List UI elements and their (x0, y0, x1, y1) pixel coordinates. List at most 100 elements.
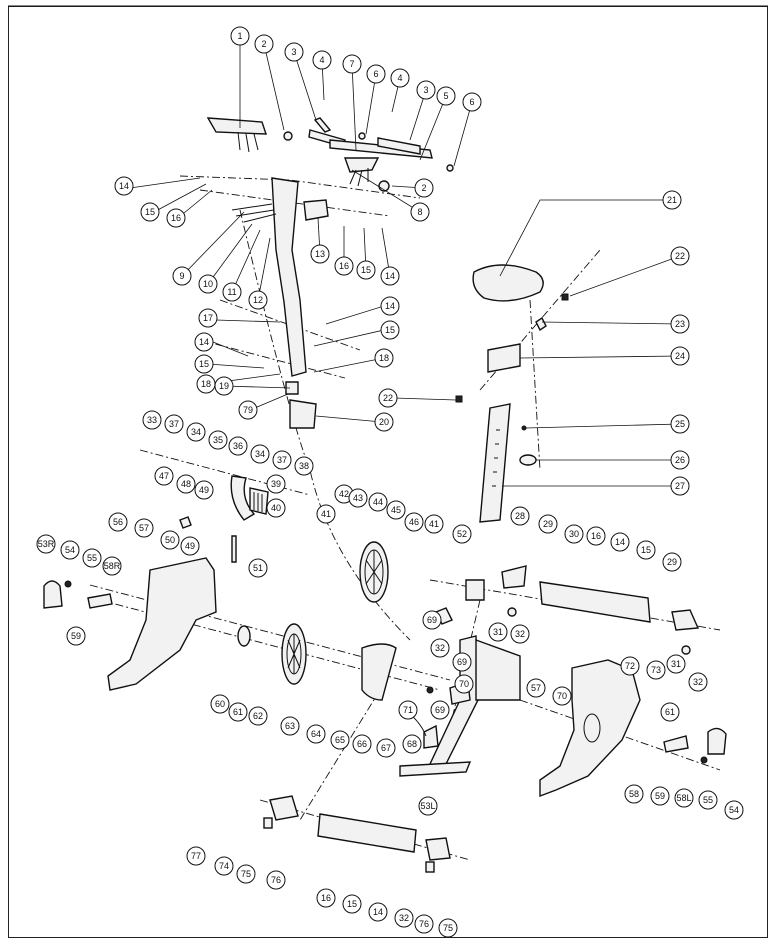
callout-67: 67 (376, 738, 396, 758)
callout-number: 54 (729, 805, 739, 815)
callout-number: 70 (459, 679, 469, 689)
callout-77: 77 (186, 846, 206, 866)
callout-59: 59 (650, 786, 670, 806)
callout-number: 36 (233, 441, 243, 451)
callout-number: 71 (403, 705, 413, 715)
callout-number: 29 (667, 557, 677, 567)
callout-31: 31 (488, 622, 508, 642)
callout-15: 15 (194, 354, 214, 374)
callout-number: 18 (379, 353, 389, 363)
callout-number: 22 (675, 251, 685, 261)
left-side-cover (43, 557, 217, 691)
callout-number: 62 (253, 711, 263, 721)
callout-number: 50 (165, 535, 175, 545)
callout-37: 37 (272, 450, 292, 470)
callout-number: 28 (515, 511, 525, 521)
callout-3: 3 (416, 80, 436, 100)
callout-4: 4 (390, 68, 410, 88)
callout-number: 41 (429, 519, 439, 529)
callout-32: 32 (430, 638, 450, 658)
callout-number: 57 (531, 683, 541, 693)
console-computer (206, 117, 267, 153)
callout-10: 10 (198, 274, 218, 294)
callout-14: 14 (610, 532, 630, 552)
callout-29: 29 (662, 552, 682, 572)
callout-5: 5 (436, 86, 456, 106)
callout-number: 49 (199, 485, 209, 495)
callout-75: 75 (236, 864, 256, 884)
callout-number: 21 (667, 195, 677, 205)
axis-line (299, 689, 381, 821)
callout-number: 15 (145, 207, 155, 217)
callout-number: 59 (71, 631, 81, 641)
callout-21: 21 (662, 190, 682, 210)
callout-32: 32 (688, 672, 708, 692)
callout-31: 31 (666, 654, 686, 674)
callout-58R: 58R (102, 556, 122, 576)
callout-70: 70 (454, 674, 474, 694)
callout-45: 45 (386, 500, 406, 520)
callout-37: 37 (164, 414, 184, 434)
callout-29: 29 (538, 514, 558, 534)
callout-number: 72 (625, 661, 635, 671)
callout-number: 69 (435, 705, 445, 715)
callout-number: 20 (379, 417, 389, 427)
callout-number: 6 (373, 69, 378, 79)
callout-27: 27 (670, 476, 690, 496)
callout-number: 65 (335, 735, 345, 745)
handlebar-assembly (283, 117, 454, 192)
callout-number: 39 (271, 479, 281, 489)
callout-number: 16 (171, 213, 181, 223)
callout-number: 40 (271, 503, 281, 513)
callout-number: 7 (349, 59, 354, 69)
callout-65: 65 (330, 730, 350, 750)
callout-number: 59 (655, 791, 665, 801)
callout-48: 48 (176, 474, 196, 494)
callout-63: 63 (280, 716, 300, 736)
callout-number: 64 (311, 729, 321, 739)
callout-number: 2 (261, 39, 266, 49)
callout-9: 9 (172, 266, 192, 286)
callout-number: 15 (199, 359, 209, 369)
callout-number: 2 (421, 183, 426, 193)
callout-number: 57 (139, 523, 149, 533)
callout-56: 56 (108, 512, 128, 532)
callout-76: 76 (414, 914, 434, 934)
callout-2: 2 (414, 178, 434, 198)
callout-number: 31 (493, 627, 503, 637)
callout-number: 51 (253, 563, 263, 573)
callout-61: 61 (228, 702, 248, 722)
callout-49: 49 (194, 480, 214, 500)
callout-number: 22 (383, 393, 393, 403)
callout-30: 30 (564, 524, 584, 544)
callout-number: 34 (255, 449, 265, 459)
callout-70: 70 (552, 686, 572, 706)
axis-line (219, 299, 361, 351)
callout-number: 16 (339, 261, 349, 271)
callout-number: 73 (651, 665, 661, 675)
axis-line (519, 699, 721, 771)
callout-69: 69 (430, 700, 450, 720)
callout-22: 22 (378, 388, 398, 408)
callout-number: 66 (357, 739, 367, 749)
callout-44: 44 (368, 492, 388, 512)
seat-post (479, 403, 511, 523)
callout-number: 53L (420, 801, 435, 811)
callout-23: 23 (670, 314, 690, 334)
callout-number: 46 (409, 517, 419, 527)
callout-6: 6 (366, 64, 386, 84)
callout-51: 51 (248, 558, 268, 578)
callout-number: 24 (675, 351, 685, 361)
callout-41: 41 (424, 514, 444, 534)
saddle (472, 264, 544, 302)
callout-69: 69 (452, 652, 472, 672)
callout-number: 15 (385, 325, 395, 335)
callout-number: 34 (191, 427, 201, 437)
callout-number: 75 (443, 923, 453, 933)
callout-39: 39 (266, 474, 286, 494)
callout-69: 69 (422, 610, 442, 630)
callout-number: 67 (381, 743, 391, 753)
callout-number: 76 (271, 875, 281, 885)
brake-magnet (179, 475, 269, 563)
axis-line (199, 339, 346, 379)
